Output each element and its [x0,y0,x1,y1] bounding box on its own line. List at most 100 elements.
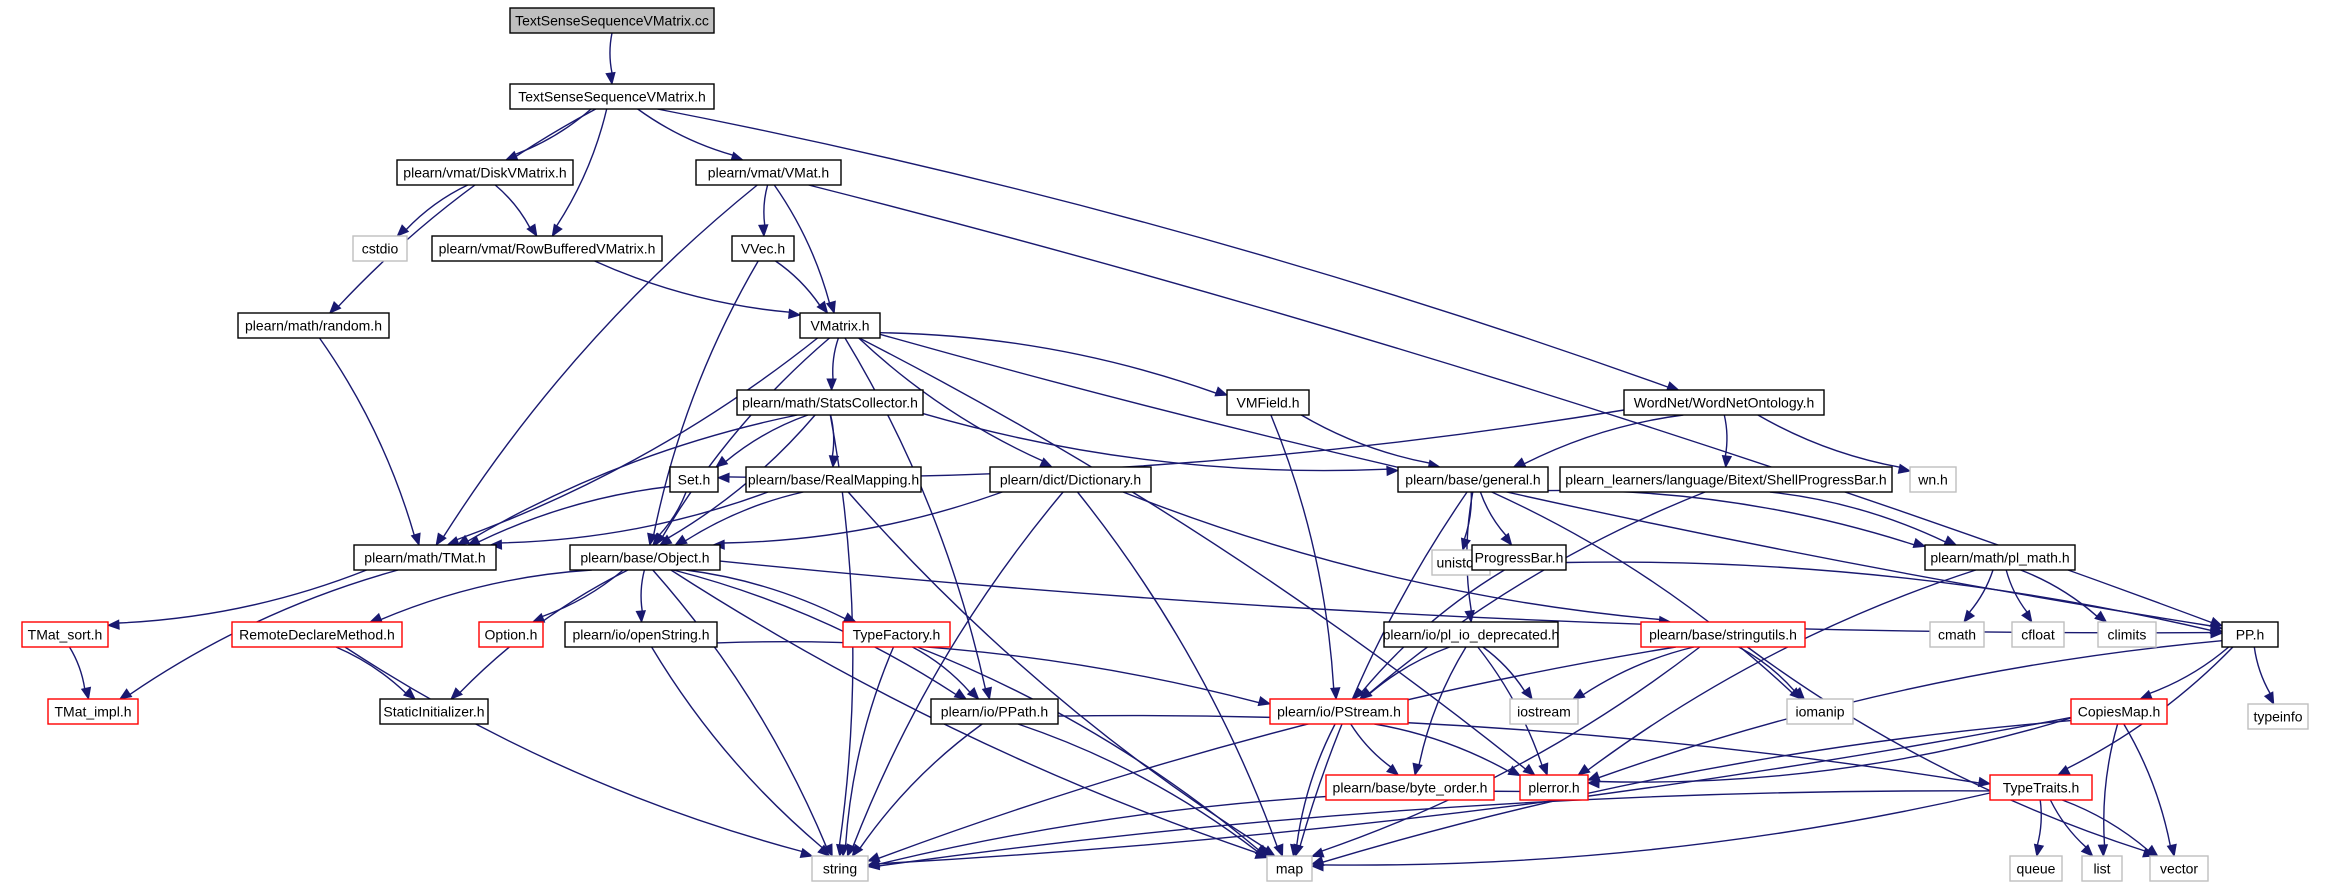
node-plmath[interactable]: plearn/math/pl_math.h [1924,544,2076,571]
node-staticinit[interactable]: StaticInitializer.h [379,698,489,725]
node-copies[interactable]: CopiesMap.h [2070,698,2168,725]
node-pstream[interactable]: plearn/io/PStream.h [1269,698,1409,725]
node-plio[interactable]: plearn/io/pl_io_deprecated.h [1383,621,1560,648]
edge-pstream-to-byteorder [1350,723,1392,768]
edge-rowbuf-to-vmatrix [594,260,790,313]
node-wordnet[interactable]: WordNet/WordNetOntology.h [1623,389,1825,416]
node-vmat[interactable]: plearn/vmat/VMat.h [695,159,842,186]
node-byteorder[interactable]: plearn/base/byte_order.h [1325,774,1495,801]
arrowhead-tssvm-to-wordnet [1665,381,1680,392]
node-rowbuf[interactable]: plearn/vmat/RowBufferedVMatrix.h [431,235,663,262]
node-list: list [2081,855,2123,882]
node-dict[interactable]: plearn/dict/Dictionary.h [989,466,1152,493]
arrowhead-general-to-progress [1500,532,1513,547]
node-box [2011,621,2065,648]
edge-tssvm-to-rowbuf [556,108,608,227]
node-label: TextSenseSequenceVMatrix.h [518,89,706,105]
node-vmfield[interactable]: VMField.h [1226,389,1310,416]
arrowhead-typefac-to-string [838,844,850,858]
node-map: map [1266,855,1313,882]
arrowhead-strutil-to-iomanip [1792,687,1806,700]
edge-openstr-to-pstream [716,640,1260,704]
node-shellpb[interactable]: plearn_learners/language/Bitext/ShellPro… [1559,466,1893,493]
arrowhead-typetraits-to-list [2080,844,2094,857]
node-box [811,855,869,882]
node-typetraits[interactable]: TypeTraits.h [1989,774,2093,801]
node-label: plearn/base/RealMapping.h [748,472,919,488]
node-tssvm[interactable]: TextSenseSequenceVMatrix.h [509,83,715,110]
node-label: wn.h [1917,472,1948,488]
arrowhead-vmat-to-vvec [758,224,769,238]
arrowhead-object-to-typefac [843,612,857,623]
node-label: ProgressBar.h [1475,550,1564,566]
arrowhead-root-to-tssvm [605,71,616,86]
arrowhead-stats-to-object [658,534,673,546]
node-object[interactable]: plearn/base/Object.h [569,544,721,571]
node-box [1559,466,1893,493]
edge-tssvm-to-wordnet [657,108,1669,388]
node-tmat[interactable]: plearn/math/TMat.h [353,544,497,571]
node-box [379,698,489,725]
node-stats[interactable]: plearn/math/StatsCollector.h [736,389,924,416]
edge-pp-to-copies [2149,646,2230,695]
node-plerror[interactable]: plerror.h [1519,774,1589,801]
node-vmatrix[interactable]: VMatrix.h [799,312,881,339]
node-disk[interactable]: plearn/vmat/DiskVMatrix.h [396,159,574,186]
node-label: climits [2108,627,2147,643]
node-label: iomanip [1795,704,1844,720]
node-random[interactable]: plearn/math/random.h [237,312,390,339]
node-progress[interactable]: ProgressBar.h [1471,544,1567,571]
node-box [353,544,497,571]
node-general[interactable]: plearn/base/general.h [1397,466,1549,493]
arrowhead-typetraits-to-string [866,859,881,871]
node-label: plerror.h [1528,780,1579,796]
node-pp[interactable]: PP.h [2221,621,2279,648]
edge-dict-to-strutil [1122,491,1660,621]
node-tmatimpl[interactable]: TMat_impl.h [47,698,139,725]
node-label: vector [2160,861,2198,877]
arrowhead-disk-to-rowbuf [526,223,538,238]
edge-layer [68,32,2271,867]
node-realmap[interactable]: plearn/base/RealMapping.h [745,466,922,493]
node-ppath[interactable]: plearn/io/PPath.h [930,698,1059,725]
node-root[interactable]: TextSenseSequenceVMatrix.cc [509,7,715,34]
node-strutil[interactable]: plearn/base/stringutils.h [1640,621,1806,648]
node-label: VVec.h [741,241,785,257]
arrowhead-random-to-tmat [410,532,421,547]
arrowhead-tmatsort-to-tmatimpl [80,686,92,701]
arrowhead-plio-to-pstream [1359,687,1373,700]
edge-typefac-to-string [844,646,895,846]
node-typefac[interactable]: TypeFactory.h [842,621,951,648]
node-label: cfloat [2021,627,2055,643]
node-label: plearn/io/openString.h [573,627,710,643]
edge-general-to-map [1299,491,1468,847]
arrowhead-openstr-to-pstream [1257,695,1272,707]
node-option[interactable]: Option.h [478,621,544,648]
arrowhead-openstr-to-string [817,844,831,857]
node-remote[interactable]: RemoteDeclareMethod.h [231,621,403,648]
edge-tmat-to-tmatsort [118,569,367,624]
arrowhead-object-to-staticinit [450,687,463,700]
node-vvec[interactable]: VVec.h [731,235,795,262]
arrowhead-dict-to-string [846,843,857,858]
node-box [1786,698,1854,725]
arrowhead-ppath-to-map [1254,845,1269,858]
node-openstr[interactable]: plearn/io/openString.h [564,621,718,648]
arrowhead-typetraits-to-map [1310,860,1324,872]
edge-object-to-remote [380,569,592,621]
arrowhead-object-to-remote [368,612,383,623]
arrowhead-copies-to-vector [2166,843,2177,858]
node-tmatsort[interactable]: TMat_sort.h [21,621,109,648]
edge-vmatrix-to-tmat [456,337,819,541]
edge-vmfield-to-pstream [1270,414,1335,689]
node-label: string [823,861,857,877]
node-label: plearn/math/StatsCollector.h [742,395,918,411]
edge-disk-to-cstdio [405,184,469,231]
node-box [431,235,663,262]
edge-typetraits-to-map [1322,792,1991,866]
arrowhead-tssvm-to-random [328,301,342,314]
node-set[interactable]: Set.h [669,466,719,493]
arrowhead-tmat-to-tmatsort [106,619,120,630]
node-label: TMat_sort.h [28,627,103,643]
arrowhead-vmat-to-vmatrix [825,300,836,315]
